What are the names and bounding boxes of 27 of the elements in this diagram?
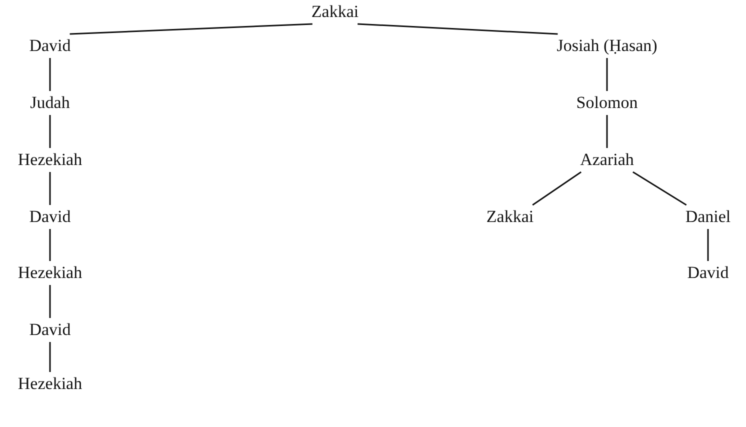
person-name: David (686, 263, 730, 283)
lineage-line (49, 115, 51, 148)
lineage-line (707, 229, 709, 261)
lineage-line (70, 23, 312, 35)
person-name: David (28, 207, 72, 227)
lineage-line (632, 171, 687, 206)
person-name: Solomon (575, 93, 639, 113)
lineage-line (49, 58, 51, 91)
person-name: Daniel (684, 207, 732, 227)
lineage-line (358, 23, 558, 35)
person-name: Zakkai (310, 2, 360, 22)
person-name: Josiah (Ḥasan) (556, 36, 658, 56)
lineage-line (49, 342, 51, 372)
person-name: Zakkai (485, 207, 535, 227)
person-name: Hezekiah (16, 150, 84, 170)
person-name: Judah (29, 93, 71, 113)
lineage-line (49, 229, 51, 261)
lineage-line (49, 285, 51, 318)
person-name: Hezekiah (16, 374, 84, 394)
lineage-line (532, 171, 582, 206)
person-name: David (28, 36, 72, 56)
person-name: David (28, 320, 72, 340)
lineage-line (606, 58, 608, 91)
lineage-line (606, 115, 608, 148)
lineage-line (49, 172, 51, 205)
person-name: Azariah (579, 150, 635, 170)
person-name: Hezekiah (16, 263, 84, 283)
